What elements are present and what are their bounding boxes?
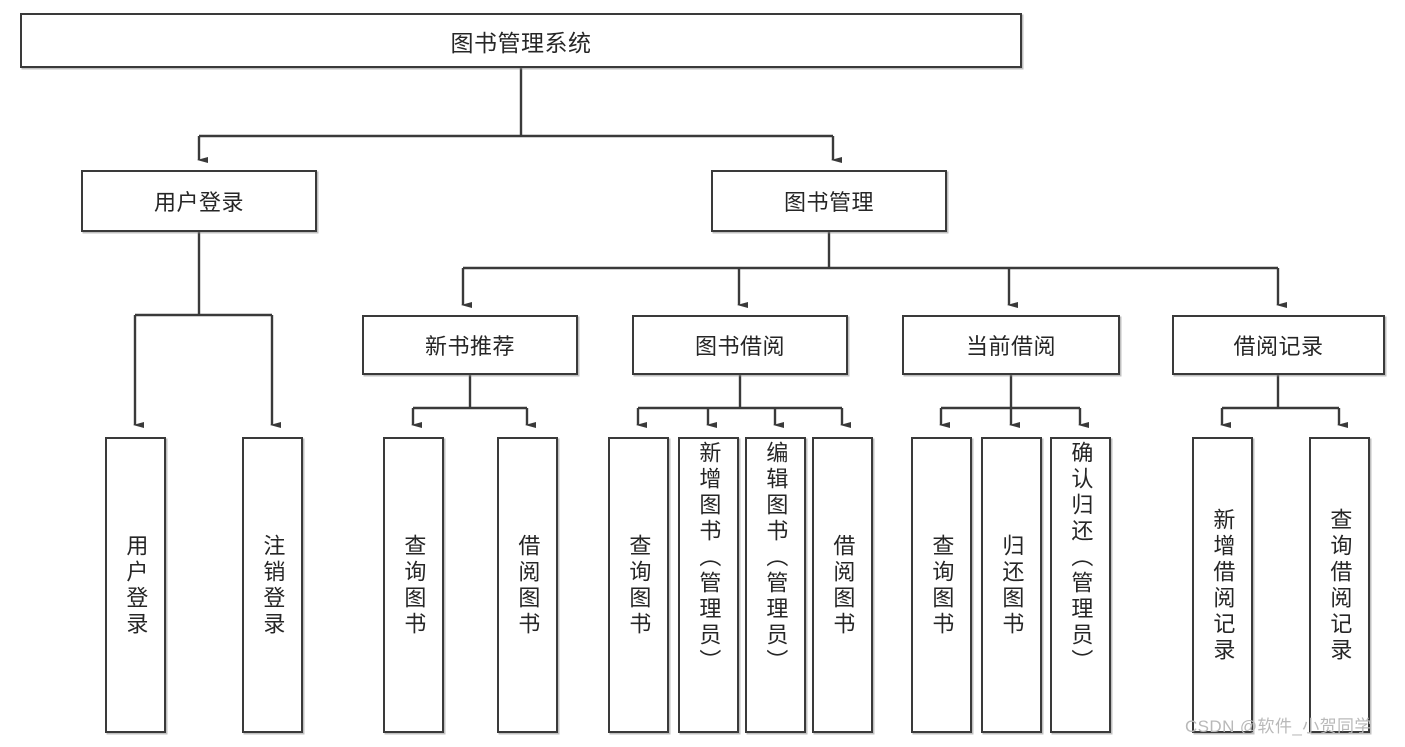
leaf-borrow-book[interactable]: 借阅图书 xyxy=(812,437,873,733)
node-label: 新增图书（管理员） xyxy=(696,441,722,675)
node-label: 编辑图书（管理员） xyxy=(763,441,789,675)
leaf-logout-login[interactable]: 注销登录 xyxy=(242,437,303,733)
node-label: 注销登录 xyxy=(260,534,286,638)
leaf-borrow-book-new[interactable]: 借阅图书 xyxy=(497,437,558,733)
node-label: 归还图书 xyxy=(999,534,1025,638)
node-label: 用户登录 xyxy=(123,534,149,638)
node-label: 借阅记录 xyxy=(1233,334,1324,359)
node-label: 当前借阅 xyxy=(965,334,1056,359)
leaf-add-borrow-record[interactable]: 新增借阅记录 xyxy=(1192,437,1253,733)
node-label: 查询借阅记录 xyxy=(1327,508,1353,664)
leaf-query-book-new[interactable]: 查询图书 xyxy=(383,437,444,733)
watermark-text: CSDN @软件_小贺同学 xyxy=(1185,717,1372,736)
node-label: 确认归还（管理员） xyxy=(1068,441,1094,675)
node-user-login[interactable]: 用户登录 xyxy=(81,170,317,232)
node-borrow-record[interactable]: 借阅记录 xyxy=(1172,315,1385,375)
leaf-edit-book-admin[interactable]: 编辑图书（管理员） xyxy=(745,437,806,733)
node-label: 查询图书 xyxy=(929,534,955,638)
node-label: 用户登录 xyxy=(153,190,244,215)
node-book-borrow[interactable]: 图书借阅 xyxy=(632,315,848,375)
node-label: 查询图书 xyxy=(626,534,652,638)
leaf-add-book-admin[interactable]: 新增图书（管理员） xyxy=(678,437,739,733)
node-label: 图书管理系统 xyxy=(450,29,592,56)
node-label: 查询图书 xyxy=(401,534,427,638)
leaf-query-book-current[interactable]: 查询图书 xyxy=(911,437,972,733)
node-label: 新书推荐 xyxy=(424,334,515,359)
node-new-book-recommend[interactable]: 新书推荐 xyxy=(362,315,578,375)
node-current-borrow[interactable]: 当前借阅 xyxy=(902,315,1120,375)
leaf-user-login[interactable]: 用户登录 xyxy=(105,437,166,733)
node-label: 借阅图书 xyxy=(515,534,541,638)
node-label: 新增借阅记录 xyxy=(1210,508,1236,664)
node-label: 图书管理 xyxy=(783,190,874,215)
node-root-book-management-system[interactable]: 图书管理系统 xyxy=(20,13,1022,68)
leaf-query-book-borrow[interactable]: 查询图书 xyxy=(608,437,669,733)
node-label: 借阅图书 xyxy=(830,534,856,638)
leaf-return-book[interactable]: 归还图书 xyxy=(981,437,1042,733)
leaf-confirm-return-admin[interactable]: 确认归还（管理员） xyxy=(1050,437,1111,733)
leaf-query-borrow-record[interactable]: 查询借阅记录 xyxy=(1309,437,1370,733)
node-book-management[interactable]: 图书管理 xyxy=(711,170,947,232)
node-label: 图书借阅 xyxy=(694,334,785,359)
